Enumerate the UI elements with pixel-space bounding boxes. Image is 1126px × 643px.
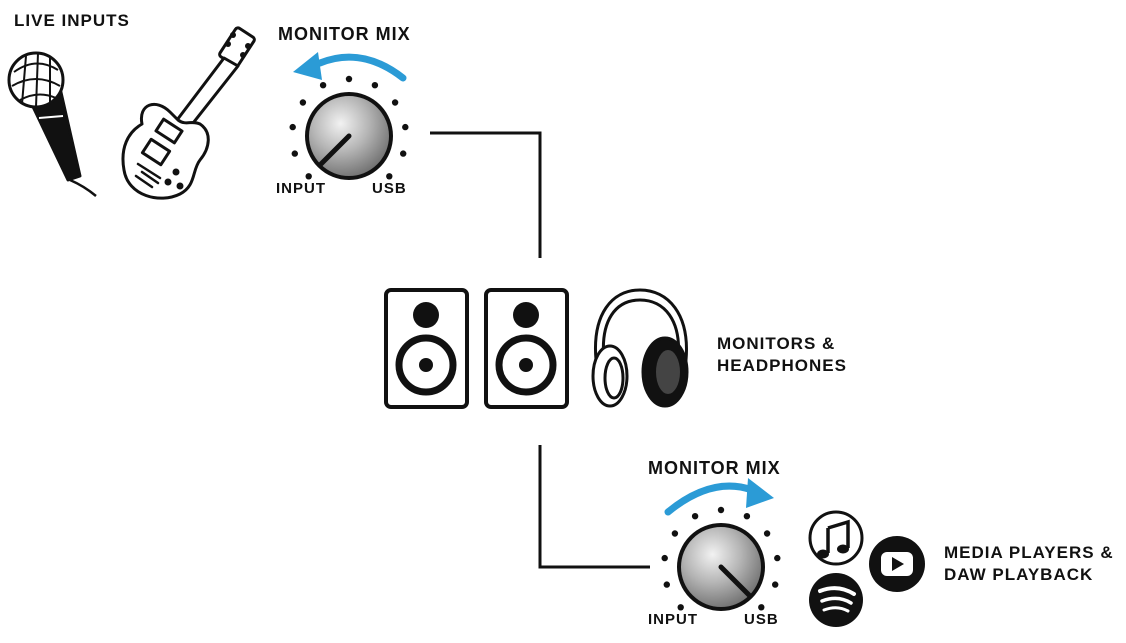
youtube-icon [869, 536, 925, 592]
left-studio-monitor-icon [384, 288, 469, 409]
electric-guitar-icon [121, 26, 256, 200]
knob-scale-dot [772, 581, 779, 588]
knob-scale-dot [402, 123, 409, 131]
bottom-monitor-mix-title: MONITOR MIX [648, 458, 781, 478]
bottom-knob-scale [661, 506, 781, 611]
microphone-icon [7, 51, 97, 197]
bottom-knob-usb-label: USB [744, 611, 779, 628]
bottom-connection-line [538, 445, 650, 569]
signal-lines [430, 131, 650, 569]
top-knob-usb-label: USB [372, 180, 407, 197]
top-monitor-mix-title: MONITOR MIX [278, 24, 411, 44]
spotify-icon [809, 573, 863, 627]
knob-scale-dot [391, 99, 399, 106]
knob-scale-dot [763, 530, 771, 537]
knob-scale-dot [400, 150, 407, 157]
media-label-line2: DAW PLAYBACK [944, 565, 1093, 584]
knob-scale-dot [743, 513, 751, 520]
knob-scale-dot [663, 581, 670, 588]
top-monitor-mix-knob[interactable] [305, 92, 393, 180]
knob-scale-dot [677, 604, 684, 611]
bottom-mix-arrow [664, 478, 774, 516]
top-connection-line [430, 131, 542, 258]
knob-scale-dot [345, 75, 353, 83]
bottom-knob-input-label: INPUT [648, 611, 698, 628]
top-knob-scale [289, 75, 409, 180]
knob-scale-dot [671, 530, 679, 537]
knob-scale-dot [371, 82, 379, 89]
live-inputs-label: LIVE INPUTS [14, 11, 130, 30]
knob-scale-dot [691, 513, 699, 520]
apple-music-icon [808, 510, 864, 566]
media-label-line1: MEDIA PLAYERS & [944, 543, 1114, 562]
headphones-icon [591, 288, 689, 408]
knob-scale-dot [386, 173, 393, 180]
knob-scale-dot [774, 554, 781, 562]
right-studio-monitor-icon [484, 288, 569, 409]
knob-scale-dot [299, 99, 307, 106]
knob-scale-dot [289, 123, 296, 131]
knob-scale-dot [758, 604, 765, 611]
knob-scale-dot [661, 554, 668, 562]
top-mix-arrow [293, 52, 407, 82]
outputs-label-line2: HEADPHONES [717, 356, 847, 375]
outputs-label-line1: MONITORS & [717, 334, 835, 353]
knob-scale-dot [717, 506, 725, 514]
bottom-monitor-mix-knob[interactable] [677, 523, 765, 611]
knob-scale-dot [319, 82, 327, 89]
top-knob-input-label: INPUT [276, 180, 326, 197]
knob-scale-dot [305, 173, 312, 180]
knob-scale-dot [291, 150, 298, 157]
